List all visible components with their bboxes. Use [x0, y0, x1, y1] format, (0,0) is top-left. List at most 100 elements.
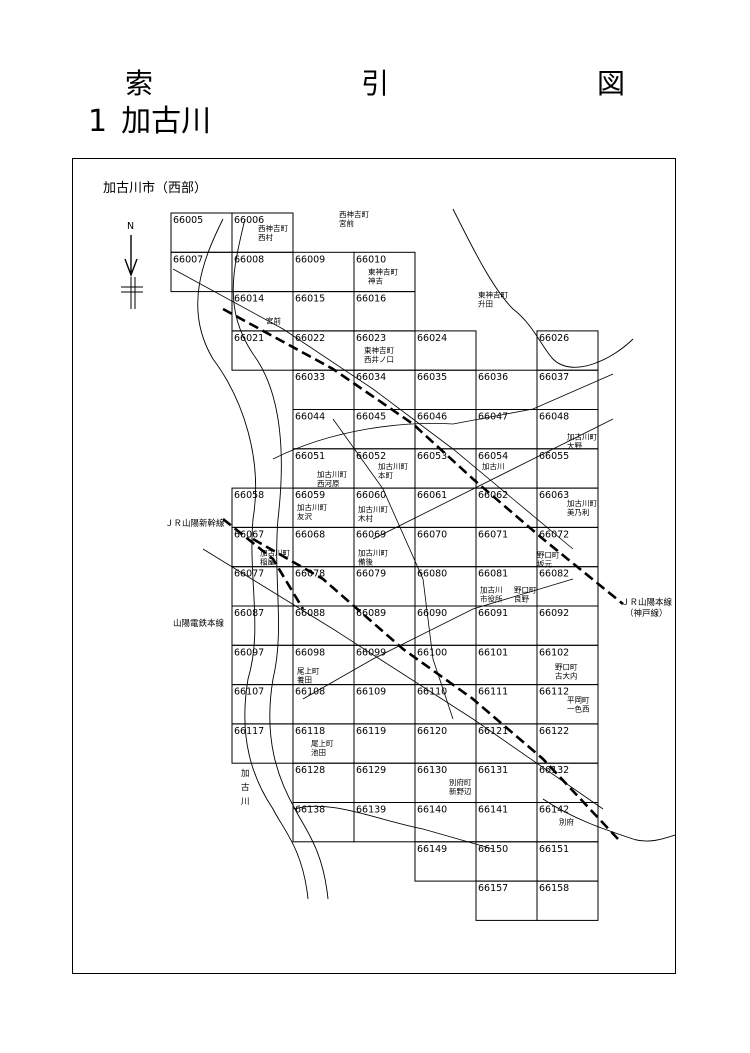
map-cell-label: 66149: [417, 844, 447, 855]
map-cell-66092[interactable]: 66092: [536, 605, 599, 646]
map-cell-label: 66081: [478, 569, 508, 580]
map-cell-66108[interactable]: 66108: [292, 684, 355, 725]
map-cell-66087[interactable]: 66087: [231, 605, 294, 646]
map-cell-66053[interactable]: 66053: [414, 448, 477, 489]
map-cell-66150[interactable]: 66150: [475, 841, 538, 882]
map-cell-66055[interactable]: 66055: [536, 448, 599, 489]
map-cell-66139[interactable]: 66139: [353, 802, 416, 843]
map-cell-66117[interactable]: 66117: [231, 723, 294, 764]
map-cell-66058[interactable]: 66058: [231, 487, 294, 528]
map-cell-label: 66090: [417, 608, 447, 619]
map-cell-66061[interactable]: 66061: [414, 487, 477, 528]
callout-label: ＪＲ山陽新幹線: [165, 518, 225, 529]
map-cell-label: 66058: [234, 490, 264, 501]
map-cell-66119[interactable]: 66119: [353, 723, 416, 764]
place-label: 加古川町: [297, 502, 327, 512]
map-cell-label: 66141: [478, 805, 508, 816]
map-cell-label: 66060: [356, 490, 386, 501]
map-cell-66088[interactable]: 66088: [292, 605, 355, 646]
map-cell-label: 66119: [356, 726, 386, 737]
map-cell-66131[interactable]: 66131: [475, 762, 538, 804]
map-cell-66007[interactable]: 66007: [170, 251, 233, 293]
map-cell-66070[interactable]: 66070: [414, 526, 477, 568]
map-cell-label: 66139: [356, 805, 386, 816]
road-3: [202, 548, 604, 810]
place-label: 野口町: [555, 662, 578, 671]
map-cell-66009[interactable]: 66009: [292, 251, 355, 293]
map-cell-label: 66048: [539, 412, 569, 423]
page-title: 索 引 図: [124, 67, 715, 100]
map-cell-66047[interactable]: 66047: [475, 409, 538, 450]
map-cell-66151[interactable]: 66151: [536, 841, 599, 882]
map-cell-label: 66037: [539, 372, 569, 383]
place-label: 加古川町: [567, 432, 597, 442]
map-cell-66082[interactable]: 66082: [536, 566, 599, 607]
map-cell-66021[interactable]: 66021: [231, 330, 294, 371]
map-cell-66122[interactable]: 66122: [536, 723, 599, 764]
map-cell-66071[interactable]: 66071: [475, 526, 538, 568]
map-cell-66101[interactable]: 66101: [475, 644, 538, 686]
map-cell-label: 66052: [356, 451, 386, 462]
map-cell-label: 66110: [417, 687, 447, 698]
map-cell-label: 66157: [478, 883, 508, 894]
place-label: 加古川町: [567, 498, 597, 508]
callout-label: 川: [241, 797, 250, 807]
place-label: 加古川町: [260, 547, 290, 557]
place-label: 神吉: [368, 275, 383, 285]
map-cell-label: 66138: [295, 805, 325, 816]
map-cell-66024[interactable]: 66024: [414, 330, 477, 371]
place-label: 尾上町: [311, 739, 334, 748]
map-cell-66107[interactable]: 66107: [231, 684, 294, 725]
map-cell-66140[interactable]: 66140: [414, 802, 477, 843]
map-cell-label: 66022: [295, 333, 325, 344]
map-cell-66129[interactable]: 66129: [353, 762, 416, 804]
map-cell-66158[interactable]: 66158: [536, 880, 599, 921]
map-cell-66111[interactable]: 66111: [475, 684, 538, 725]
map-cell-66079[interactable]: 66079: [353, 566, 416, 607]
map-cell-66128[interactable]: 66128: [292, 762, 355, 804]
map-cell-66008[interactable]: 66008: [231, 251, 294, 293]
map-cell-66036[interactable]: 66036: [475, 369, 538, 410]
road-6: [302, 578, 574, 700]
map-cell-66068[interactable]: 66068: [292, 526, 355, 568]
map-cell-66141[interactable]: 66141: [475, 802, 538, 843]
map-cell-66120[interactable]: 66120: [414, 723, 477, 764]
map-cell-66044[interactable]: 66044: [292, 409, 355, 450]
map-cell-66077[interactable]: 66077: [231, 566, 294, 607]
map-cell-label: 66089: [356, 608, 386, 619]
place-label: 加古川町: [358, 504, 388, 514]
map-cell-label: 66122: [539, 726, 569, 737]
map-cell-66035[interactable]: 66035: [414, 369, 477, 410]
place-label: 市役所: [480, 594, 503, 604]
map-cell-66149[interactable]: 66149: [414, 841, 477, 882]
map-cell-66045[interactable]: 66045: [353, 409, 416, 450]
map-cell-label: 66118: [295, 726, 325, 737]
map-cell-label: 66061: [417, 490, 447, 501]
place-label: 東神吉町: [368, 266, 398, 276]
map-cell-66015[interactable]: 66015: [292, 291, 355, 332]
map-cell-66132[interactable]: 66132: [536, 762, 599, 804]
map-cell-label: 66014: [234, 294, 264, 305]
place-label: 備後: [358, 556, 373, 566]
map-cell-66005[interactable]: 66005: [170, 212, 233, 253]
place-label: 木村: [358, 513, 373, 523]
map-cell-label: 66008: [234, 254, 264, 265]
map-cell-label: 66016: [356, 294, 386, 305]
map-cell-66014[interactable]: 66014: [231, 291, 294, 332]
map-cell-66157[interactable]: 66157: [475, 880, 538, 921]
map-cell-66091[interactable]: 66091: [475, 605, 538, 646]
map-cell-label: 66131: [478, 765, 508, 776]
map-cell-66016[interactable]: 66016: [353, 291, 416, 332]
map-cell-66109[interactable]: 66109: [353, 684, 416, 725]
place-label: 本町: [378, 470, 393, 480]
map-cell-label: 66071: [478, 529, 508, 540]
map-cell-66089[interactable]: 66089: [353, 605, 416, 646]
map-cell-66078[interactable]: 66078: [292, 566, 355, 607]
callout-label: 山陽電鉄本線: [173, 618, 225, 629]
callout-label: 古: [241, 782, 250, 793]
river-kako-west-bank: [197, 218, 309, 900]
map-cell-66110[interactable]: 66110: [414, 684, 477, 725]
place-label: 稲屋: [260, 556, 275, 566]
map-cell-66097[interactable]: 66097: [231, 644, 294, 686]
